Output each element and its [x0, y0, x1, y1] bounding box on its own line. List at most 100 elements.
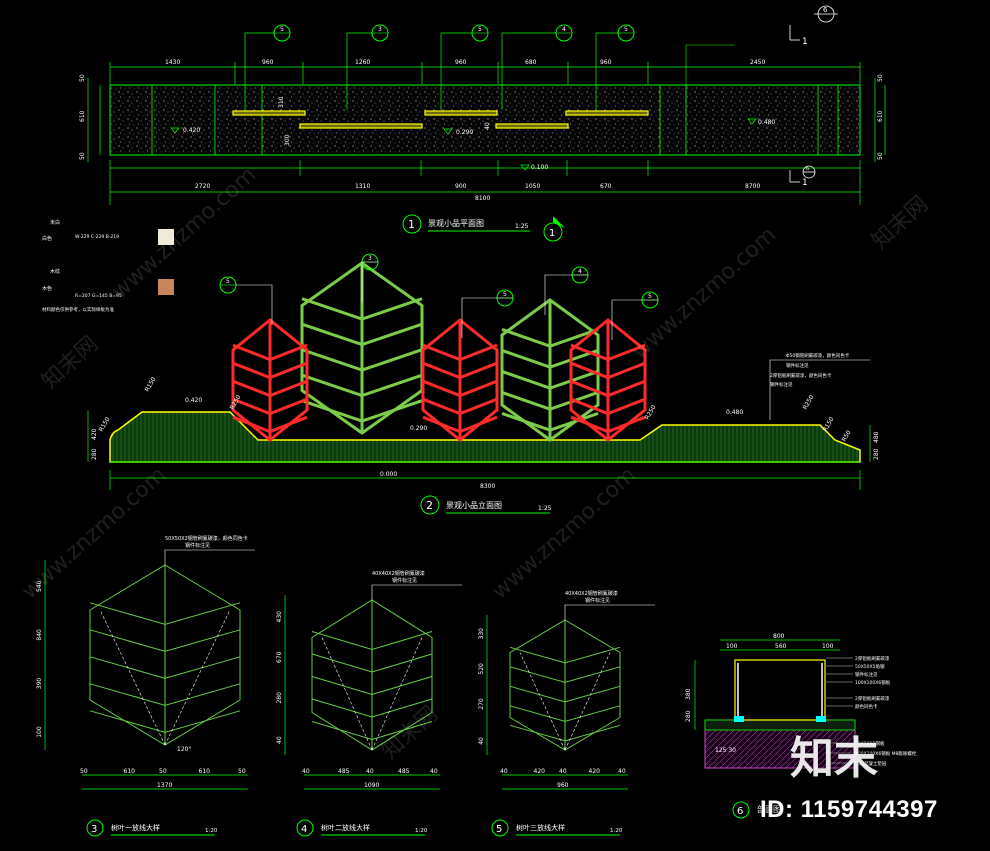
section-mark-num: 6	[823, 6, 828, 14]
detail4-note2: 钢件标注见	[392, 577, 417, 584]
detail6-notes-0: 2厚铝板刷氟碳漆	[855, 655, 890, 662]
detail3-bottom_dims-1: 610	[124, 768, 136, 775]
leaf-vein	[509, 705, 621, 722]
detail6-notes-5: 颜色同色卡	[855, 703, 878, 710]
elev-radius-7: R50	[841, 429, 853, 443]
elev-radius-3: R150	[98, 416, 112, 433]
detail4-scale: 1:20	[415, 828, 428, 834]
leaf-vein	[422, 343, 498, 362]
detail4-title_num: 4	[301, 824, 307, 835]
plan-side-dims	[87, 78, 886, 162]
plan-top_dims-1: 960	[262, 59, 274, 66]
detail4-total: 1090	[364, 782, 379, 789]
leaf-vein	[422, 415, 498, 434]
plan-top-dim	[109, 62, 861, 84]
section-cut-marker	[789, 5, 838, 183]
elev-total: 8300	[480, 483, 495, 490]
leaf-vein	[570, 397, 646, 416]
elevation-callouts-2: 5	[503, 291, 507, 298]
detail3-title: 树叶一放线大样	[111, 823, 160, 832]
elev-right-dim-2: 280	[873, 448, 880, 460]
elevation-callouts-4: 5	[648, 293, 652, 300]
plan-title: 景观小品平面图	[428, 219, 484, 228]
elev-left-dim-1: 420	[91, 428, 98, 440]
plan-title-num: 1	[408, 218, 415, 231]
detail4-left_dims-0: 430	[276, 611, 283, 623]
elev-level-4: 0.480	[726, 409, 743, 416]
legend-code-1b: W-229 C-229 B-219	[75, 234, 119, 240]
leaf-vein	[311, 631, 433, 651]
elev-level-3: 0.000	[380, 471, 397, 478]
detail4-bottom_dims-3: 485	[398, 768, 410, 775]
detail3-angle: 120°	[177, 746, 191, 753]
section-end-bottom: 1	[802, 178, 808, 188]
brand-logo: 知末	[790, 733, 878, 784]
swatch-2	[158, 279, 174, 295]
leaf-vein	[501, 348, 599, 369]
detail4-left_dims-1: 670	[276, 651, 283, 663]
plan-level-4: 0.480	[758, 119, 775, 126]
plan-inner-dim-1: 310	[278, 96, 285, 108]
detail3-scale: 1:20	[205, 828, 218, 834]
leaf-vein	[301, 322, 423, 347]
detail3-bottom_dims-2: 50	[159, 768, 167, 775]
plan-top_dims-6: 2450	[750, 59, 765, 66]
elev-title-num: 2	[426, 499, 433, 512]
leaf-vein	[232, 379, 308, 398]
leaf-vein	[301, 297, 423, 321]
plan-right_dims-2: 50	[877, 152, 884, 160]
plan-gravel-bed	[109, 84, 861, 156]
leaf-vein	[311, 676, 433, 696]
detail3-left_dims-3: 100	[36, 726, 43, 738]
detail6-notes-7: 100X100X6钢板 M8膨胀螺栓	[855, 750, 917, 757]
plan-bottom-dim	[109, 160, 861, 205]
leaf-vein	[89, 656, 241, 679]
plan-top_dims-4: 680	[525, 59, 537, 66]
elev-left-dim-2: 280	[91, 448, 98, 460]
leaf-vein	[501, 327, 599, 348]
leaf-vein	[501, 390, 599, 411]
section-end-top: 1	[802, 37, 808, 47]
d6-title: 剖面图	[757, 804, 781, 814]
elev-level-2: 0.290	[410, 425, 427, 432]
detail6-notes-3: 100X100X6钢板	[855, 679, 891, 686]
leaf-vein	[301, 373, 423, 398]
d6-top-dim-1: 100	[726, 643, 738, 650]
leaf-vein	[89, 710, 241, 733]
detail4-bottom_dims-1: 485	[338, 768, 350, 775]
elev-note-1: Φ50钢管刷氟碳漆，颜色同色卡	[786, 352, 850, 359]
leaf-vein	[89, 602, 241, 625]
detail6-notes-8: C20混凝土垫层	[855, 760, 887, 767]
leaf-vein	[570, 415, 646, 434]
leaf-vein	[509, 666, 621, 683]
north-arrow-icon: 1	[543, 216, 565, 242]
leaf-vein	[509, 685, 621, 703]
detail3-left_dims-0: 540	[36, 580, 43, 592]
legend-code-1a: 白色	[42, 235, 52, 242]
detail5-title_num: 5	[496, 824, 502, 835]
detail3-title_num: 3	[91, 824, 97, 835]
detail3-total: 1370	[157, 782, 172, 789]
plan-total: 8100	[475, 195, 490, 202]
elev-radius-6: R150	[822, 416, 836, 433]
detail5-bottom_dims-0: 40	[500, 768, 508, 775]
detail6-notes-6: 50X50X5钢板	[855, 740, 885, 747]
plan-callouts-1: 3	[378, 26, 382, 33]
detail6-notes-4: 2厚铝板刷氟碳漆	[855, 695, 890, 702]
plan-callouts-0: 5	[280, 26, 284, 33]
plan-inner-dim-3: 40	[484, 122, 491, 130]
leaf-vein	[301, 399, 423, 423]
detail5-note: 40X40X2钢管刷氟碳漆	[565, 590, 618, 597]
plan-bottom_dims-5: 8700	[745, 183, 760, 190]
leaf-vein	[89, 683, 241, 706]
detail3-left_dims-2: 390	[36, 678, 43, 690]
elev-note-3: 2厚铝板刷氟碳漆，颜色同色卡	[770, 372, 832, 379]
detail5-total: 960	[557, 782, 569, 789]
detail3-left_dims-1: 840	[36, 629, 43, 641]
leaf-vein	[570, 343, 646, 362]
